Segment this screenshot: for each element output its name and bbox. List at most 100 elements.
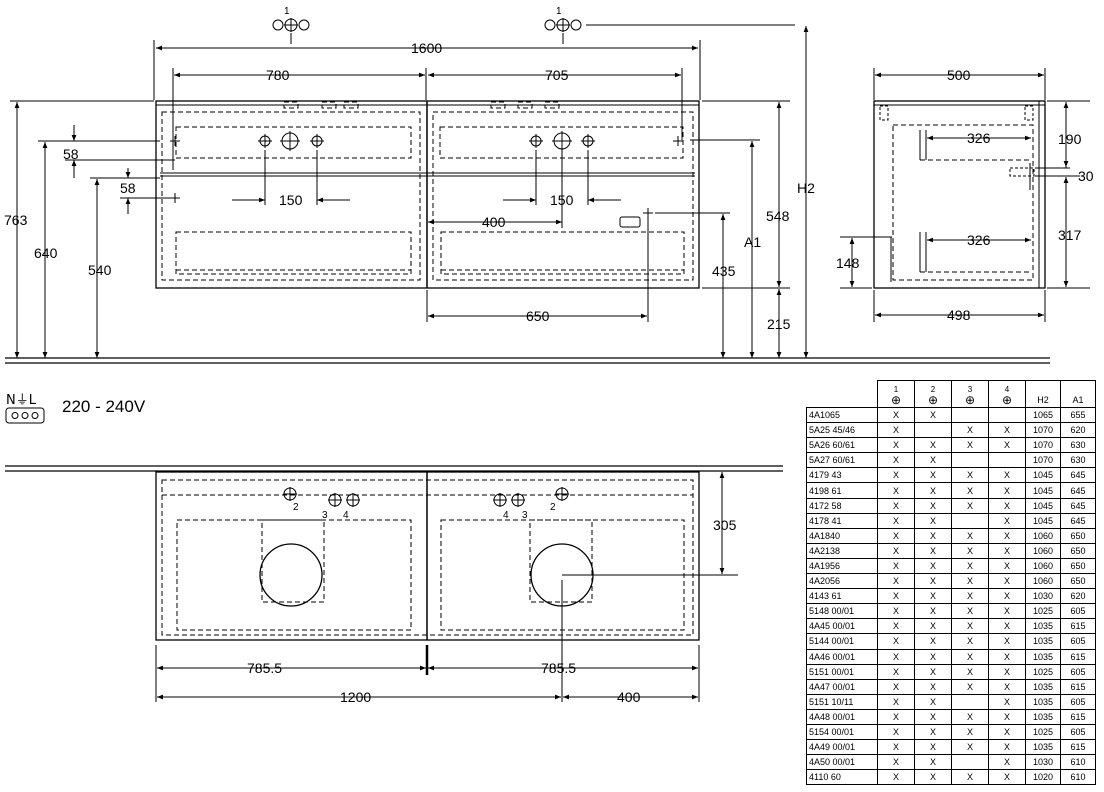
table-cell-value: 620 [1060, 588, 1096, 605]
table-cell-mark: X [877, 573, 915, 590]
table-cell-value: 1035 [1025, 633, 1061, 650]
plan-view [5, 465, 783, 702]
power-symbol-label: N⏚L [6, 393, 37, 408]
table-cell-mark: X [988, 663, 1026, 680]
plan-half-left-label: 785.5 [247, 660, 282, 676]
table-cell-mark: X [877, 769, 915, 786]
table-cell-value: 650 [1060, 557, 1096, 575]
table-cell-mark: X [914, 603, 952, 620]
table-cell-mark: X [988, 542, 1026, 559]
table-cell-value: 1045 [1025, 512, 1061, 529]
table-cell-value: 1060 [1025, 527, 1061, 544]
table-cell-mark: X [951, 542, 989, 559]
table-cell-mark: X [951, 769, 989, 786]
table-cell-mark: X [914, 437, 952, 454]
height-640-label: 640 [34, 245, 58, 261]
table-cell-value: 1030 [1025, 588, 1061, 605]
table-cell-mark: X [914, 739, 952, 756]
table-cell-value: 605 [1060, 603, 1096, 620]
table-cell-mark: X [914, 527, 952, 544]
table-cell-mark [988, 452, 1026, 469]
table-cell-mark: X [951, 708, 989, 725]
table-cell-mark: X [988, 769, 1026, 786]
table-cell-value: 645 [1060, 467, 1096, 484]
table-cell-value: 1065 [1025, 406, 1061, 424]
plan-depth-label: 305 [713, 517, 737, 533]
table-cell-value: 1025 [1025, 663, 1061, 680]
table-cell-mark: X [988, 754, 1026, 771]
table-cell-value: 615 [1060, 739, 1096, 756]
table-cell-mark: X [914, 723, 952, 741]
table-header-row: 1⊕ 2⊕ 3⊕ 4⊕ H2 A1 [806, 380, 1096, 408]
table-cell-mark: X [914, 648, 952, 665]
table-header-h2: H2 [1025, 380, 1061, 408]
table-cell-mark: X [877, 723, 915, 741]
table-cell-value: 620 [1060, 422, 1096, 439]
table-header-a1: A1 [1060, 380, 1096, 408]
table-cell-mark: X [988, 422, 1026, 439]
gap-top-label: 58 [63, 146, 79, 162]
table-cell-model: 4A2138 [806, 542, 878, 559]
table-cell-mark [914, 422, 952, 439]
plan-pos-3-right: 3 [522, 510, 528, 521]
table-cell-mark: X [988, 648, 1026, 665]
table-cell-value: 1045 [1025, 497, 1061, 514]
table-cell-mark: X [951, 588, 989, 605]
table-cell-model: 4A1065 [806, 406, 878, 424]
plan-width-400-label: 400 [617, 689, 641, 705]
side-depth-top-label: 500 [947, 67, 971, 83]
table-cell-mark: X [988, 739, 1026, 756]
table-cell-value: 615 [1060, 708, 1096, 725]
table-cell-mark: X [914, 754, 952, 771]
table-cell-mark: X [951, 422, 989, 439]
table-cell-value: 615 [1060, 648, 1096, 665]
overall-width-label: 1600 [411, 40, 442, 56]
side-view [840, 68, 1090, 322]
plan-half-right-label: 785.5 [541, 660, 576, 676]
table-header-model [806, 380, 878, 408]
table-cell-mark: X [877, 527, 915, 544]
table-cell-mark: X [877, 588, 915, 605]
table-cell-value: 1045 [1025, 467, 1061, 484]
table-cell-mark: X [951, 739, 989, 756]
table-cell-mark: X [877, 633, 915, 650]
table-cell-mark: X [877, 678, 915, 695]
table-cell-value: 1035 [1025, 678, 1061, 695]
table-cell-mark: X [988, 437, 1026, 454]
table-cell-model: 4A48 00/01 [806, 708, 878, 725]
tap-position-icon: ⊕ [1001, 393, 1013, 407]
position-marker-left: 1 [284, 6, 290, 17]
table-cell-mark: X [877, 482, 915, 499]
voltage-label: 220 - 240V [62, 397, 146, 416]
table-cell-mark: X [877, 648, 915, 665]
table-cell-mark: X [877, 422, 915, 439]
table-cell-mark: X [914, 497, 952, 514]
table-cell-mark: X [877, 542, 915, 559]
gap-mid-label: 58 [120, 180, 136, 196]
table-cell-mark: X [914, 769, 952, 786]
h2-label: H2 [797, 180, 815, 196]
position-markers [272, 18, 795, 44]
table-cell-model: 4A49 00/01 [806, 739, 878, 756]
table-cell-mark [951, 512, 989, 529]
table-cell-mark: X [877, 708, 915, 725]
table-cell-mark: X [914, 482, 952, 499]
table-cell-mark [988, 406, 1026, 424]
table-cell-model: 4A2056 [806, 573, 878, 590]
table-cell-mark: X [877, 693, 915, 710]
left-cabinet-label: 780 [266, 67, 290, 83]
table-cell-mark: X [988, 603, 1026, 620]
table-cell-value: 605 [1060, 633, 1096, 650]
offset-400-label: 400 [482, 214, 506, 230]
table-cell-mark: X [951, 497, 989, 514]
